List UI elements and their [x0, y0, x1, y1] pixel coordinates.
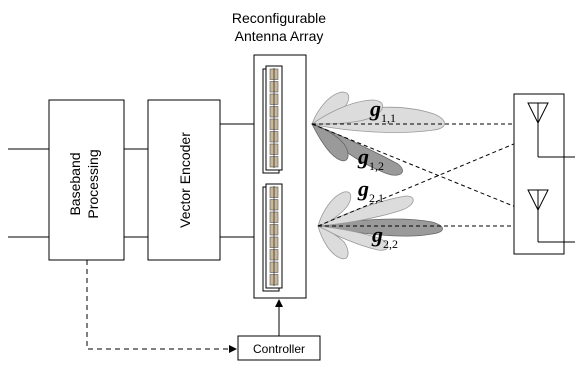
- gain-label-1-2: g1,2: [357, 144, 384, 173]
- baseband-processing-block: [48, 99, 125, 261]
- lobe-bottom-down-small: [317, 225, 349, 260]
- lobe-bottom-down: [317, 225, 389, 251]
- lobe-top-upper: [310, 99, 383, 125]
- lobe-top-down-small: [311, 123, 349, 162]
- channel-path-2-1: [317, 137, 529, 227]
- title-line-1: Reconfigurable: [232, 10, 326, 26]
- title-line-2: Antenna Array: [235, 28, 324, 44]
- beam-pattern-top: [310, 91, 445, 176]
- gain-label-2-1: g2,1: [357, 176, 384, 205]
- gain-sub-1-2: 1,2: [369, 159, 384, 173]
- antenna-panel-top: [262, 65, 283, 174]
- gain-sub-1-1: 1,1: [381, 111, 396, 125]
- receiver-block: [513, 93, 565, 255]
- receive-antenna-bottom: [527, 189, 575, 243]
- gain-label-2-2: g2,2: [371, 222, 398, 251]
- vector-encoder-label: Vector Encoder: [177, 132, 193, 228]
- channel-path-1-2: [311, 123, 529, 213]
- lobe-2-2: [317, 218, 443, 237]
- beam-pattern-bottom: [317, 191, 443, 260]
- gain-sub-2-2: 2,2: [383, 237, 398, 251]
- controller-label: Controller: [253, 342, 305, 356]
- gain-label-1-1: g1,1: [369, 96, 396, 125]
- gain-sub-2-1: 2,1: [369, 191, 384, 205]
- baseband-label-line-1: Baseband: [67, 152, 83, 215]
- vector-encoder-block: [147, 99, 221, 261]
- baseband-label-line-2: Processing: [85, 149, 101, 218]
- receive-antenna-top: [527, 102, 575, 158]
- feedback-dashed-path: [86, 260, 237, 353]
- antenna-panel-bottom: [262, 183, 283, 292]
